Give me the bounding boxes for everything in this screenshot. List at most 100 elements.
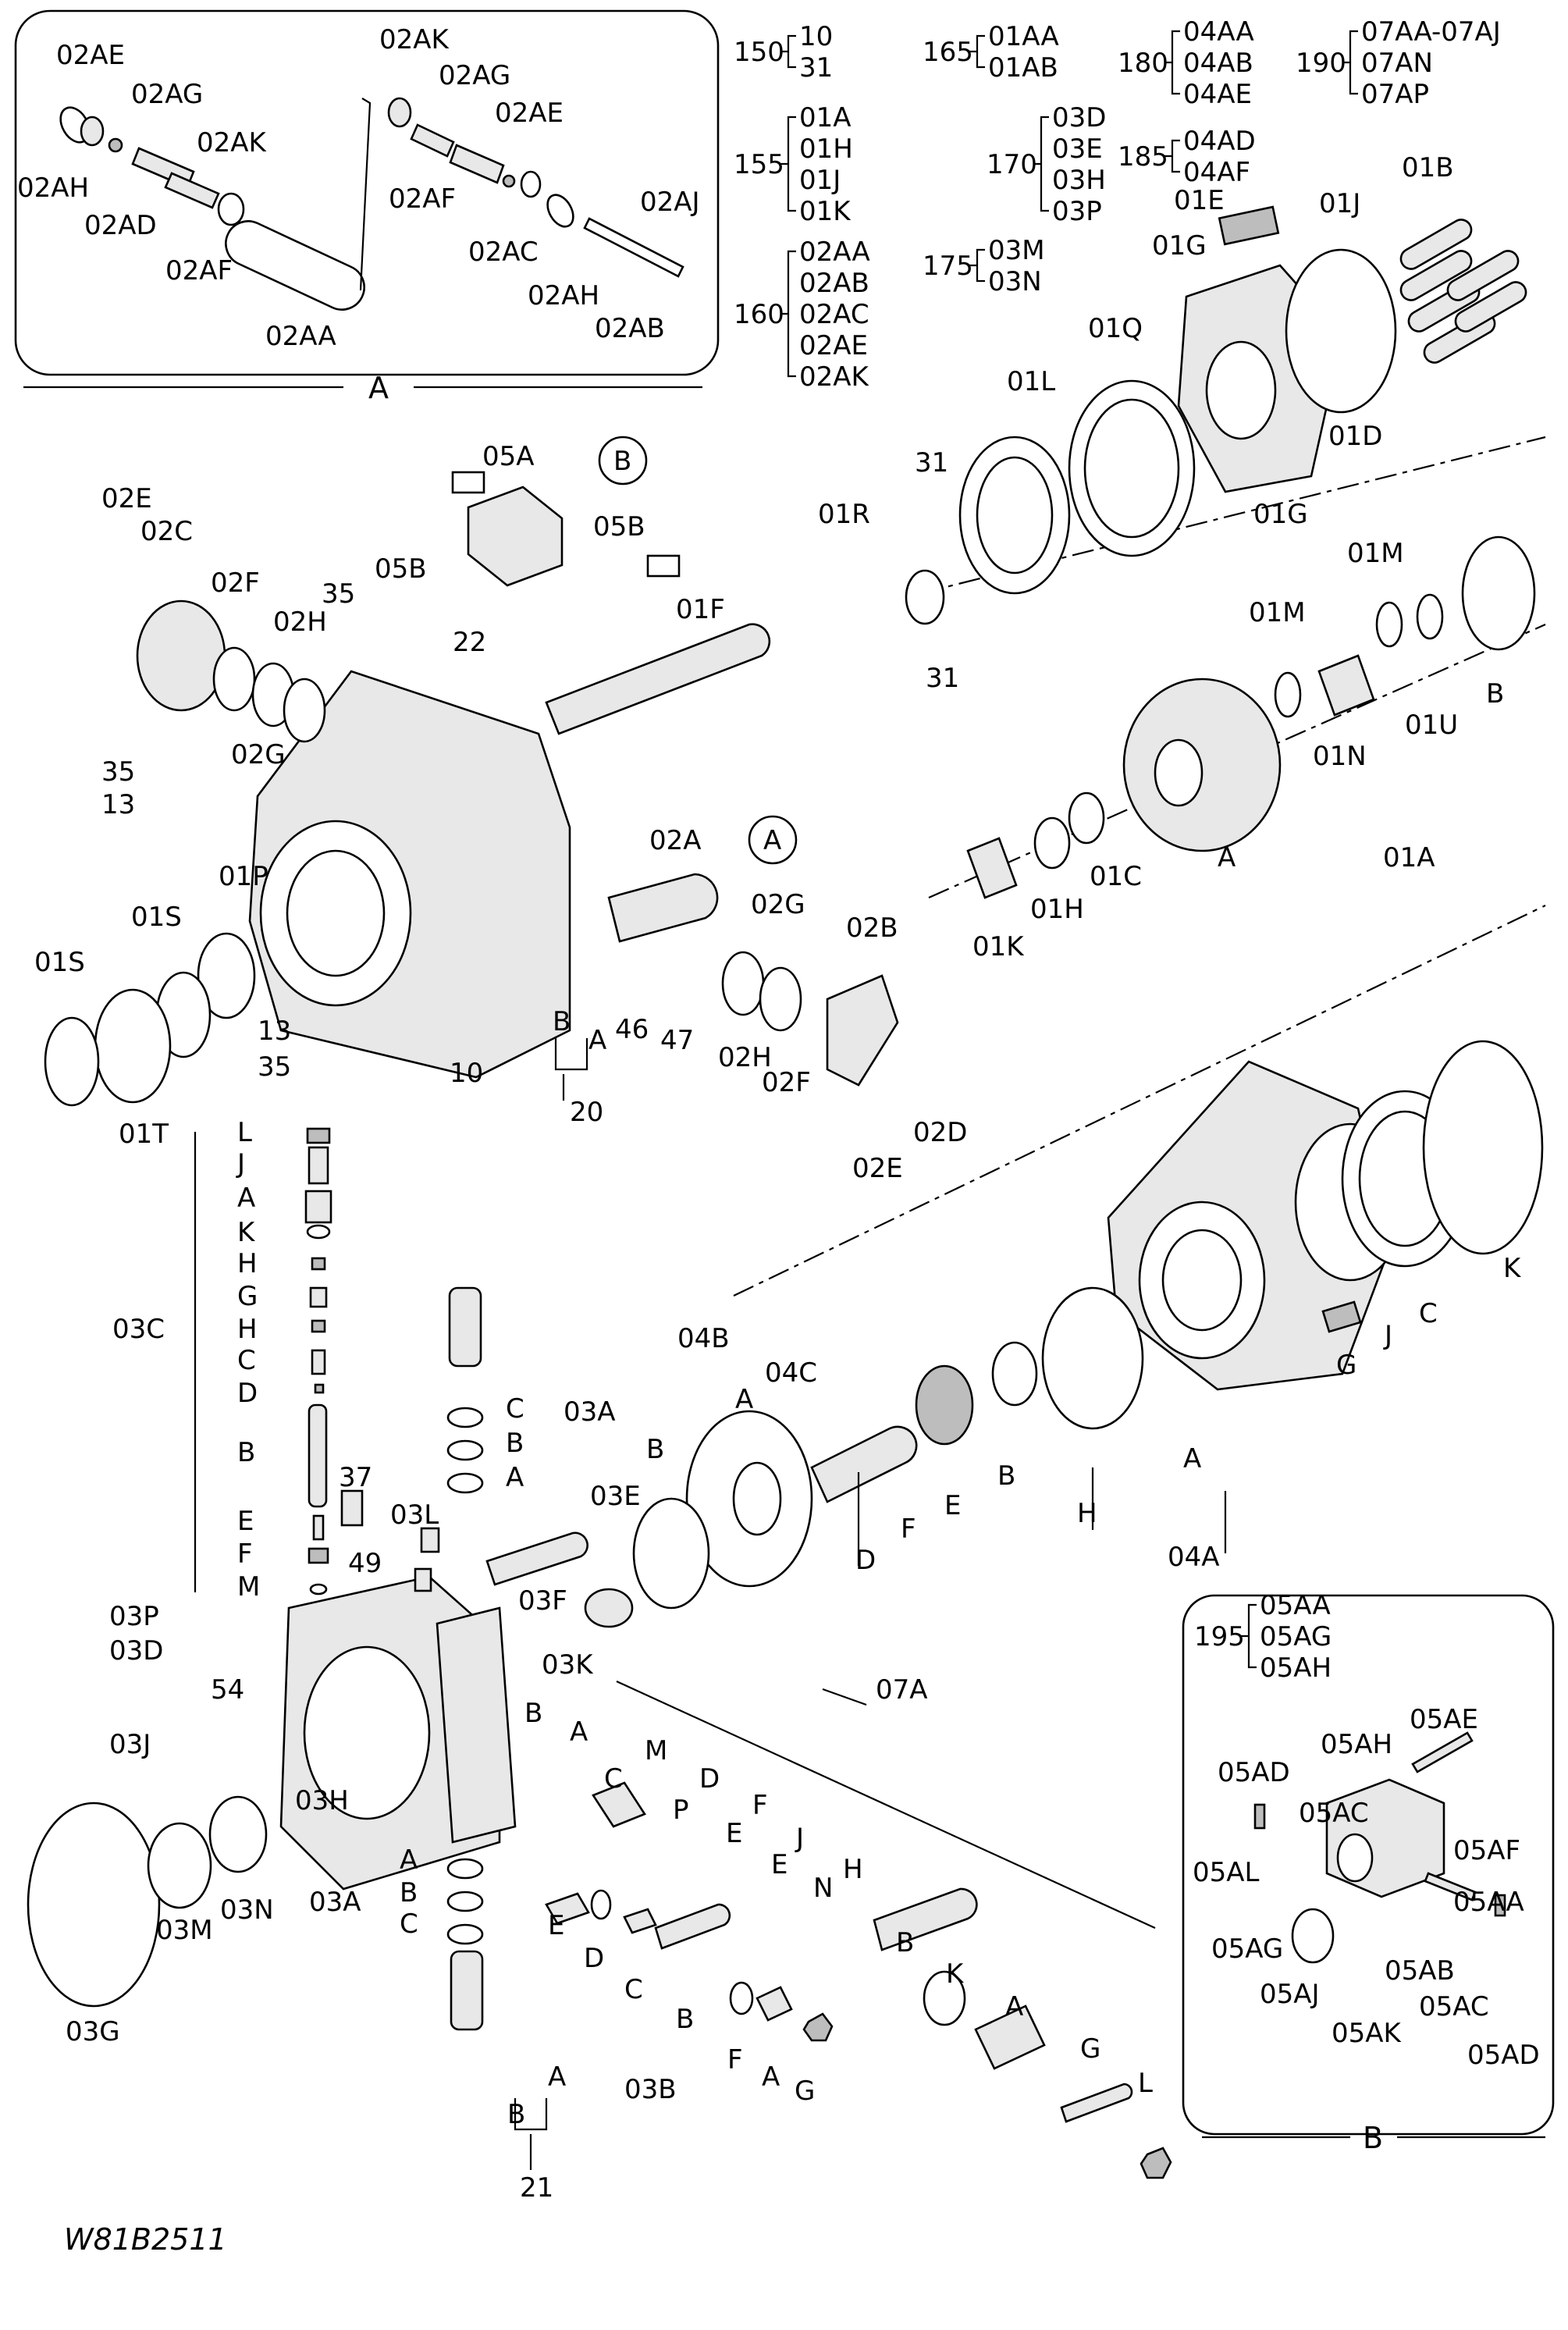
motor-group — [632, 905, 1546, 1610]
group-table-bracket — [780, 116, 796, 212]
callout-label: 13 — [258, 1016, 291, 1047]
gear-part — [915, 1364, 974, 1446]
group-table-key: 155 — [734, 149, 784, 180]
group-table-item: 03H — [1052, 165, 1106, 196]
callout-label: B — [506, 1428, 524, 1459]
inset-a-label: 02AH — [17, 173, 89, 204]
callout-label: 01J — [1319, 188, 1360, 219]
group-table-item: 02AE — [799, 330, 868, 361]
inset-b-label: 05AA — [1453, 1887, 1524, 1918]
inset-b-spring-part-2 — [1494, 1894, 1506, 1917]
housing-bore-inner — [286, 849, 386, 977]
group-table-item: 01J — [799, 165, 841, 196]
callout-label: 01N — [1313, 741, 1367, 772]
group-table-item: 04AF — [1183, 157, 1250, 188]
inset-a-title: A — [368, 371, 389, 405]
insert-part-2 — [311, 1319, 326, 1333]
swash-plate-bore — [1205, 340, 1277, 440]
callout-label: B — [997, 1460, 1015, 1492]
callout-label: 02H — [718, 1042, 772, 1073]
callout-label: 01B — [1402, 152, 1454, 183]
inset-a-label: 02AG — [439, 60, 510, 91]
inset-a-guide-line — [359, 98, 372, 291]
group-table-item: 03M — [988, 235, 1045, 266]
callout-label: A — [400, 1844, 418, 1876]
callout-label: 03B — [624, 2074, 677, 2105]
group-table-item: 05AH — [1260, 1652, 1332, 1684]
bracket-line — [554, 1038, 588, 1071]
pin-part — [312, 1514, 325, 1541]
callout-label: B — [1486, 678, 1504, 710]
callout-label: 01C — [1090, 861, 1142, 892]
callout-label: 02F — [211, 567, 260, 599]
group-table-bracket — [780, 34, 796, 69]
group-table-key: 165 — [923, 37, 973, 68]
group-table-key: 150 — [734, 37, 784, 68]
callout-label: A — [570, 1716, 588, 1748]
group-table-key: 185 — [1118, 141, 1168, 173]
callout-label: A — [588, 1025, 606, 1056]
callout-label: 04A — [1168, 1542, 1220, 1573]
callout-label: 02C — [140, 516, 193, 547]
o-ring-xl-bottom — [27, 1802, 161, 2008]
inset-a-label: 02AF — [165, 255, 233, 286]
callout-label: 02E — [101, 483, 152, 514]
inset-b-label: 05AD — [1218, 1757, 1290, 1788]
callout-label: C — [1419, 1298, 1438, 1329]
inset-a: 02AE 02AG 02AK 02AH 02AD 02AF 02AA 02AK … — [14, 9, 720, 405]
snap-ring-outer-part — [44, 1016, 100, 1107]
ball-small — [314, 1383, 325, 1394]
callout-label: G — [237, 1281, 258, 1312]
callout-label: D — [584, 1943, 604, 1974]
callout-label: D — [699, 1763, 720, 1795]
bearing-ring-part — [197, 932, 256, 1019]
callout-label: 02F — [762, 1067, 811, 1098]
ball-part — [108, 137, 123, 153]
callout-label: 01S — [34, 947, 85, 978]
needle-bearing-part — [991, 1341, 1038, 1407]
callout-label: 02E — [852, 1153, 903, 1184]
spool-cap-part — [592, 1781, 646, 1828]
callout-label: 01H — [1030, 894, 1084, 925]
callout-label: 01G — [1152, 230, 1207, 261]
callout-label: A — [763, 825, 781, 856]
callout-label: B — [613, 446, 631, 477]
o-ring-bot-b — [446, 1891, 484, 1912]
spring-small — [309, 1286, 328, 1308]
callout-label: 01P — [219, 861, 268, 892]
callout-label: P — [673, 1795, 689, 1826]
plug-seal-part — [584, 1588, 634, 1628]
shaft-part — [810, 1425, 918, 1503]
seal-ring-inner — [976, 456, 1054, 574]
servo-o-ring-part-2 — [759, 966, 802, 1032]
valve-plate-face — [303, 1645, 431, 1820]
cover-plate-part — [136, 599, 226, 712]
piston-03b-part — [654, 1903, 731, 1950]
callout-label: 02G — [751, 889, 805, 920]
callout-label: 04C — [765, 1357, 817, 1389]
valve-plate-side — [436, 1606, 517, 1844]
inset-a-label: 02AE — [56, 40, 125, 71]
plug-03l-part — [420, 1527, 440, 1553]
callout-label: 03A — [564, 1396, 616, 1428]
pin-49-part — [414, 1567, 432, 1592]
callout-label: H — [237, 1248, 258, 1279]
callout-label: J — [236, 1148, 245, 1179]
callout-label: 07A — [876, 1674, 928, 1706]
callout-label: 03A — [309, 1887, 361, 1918]
servo-o-ring-part — [721, 951, 765, 1016]
callout-label: B — [553, 1006, 571, 1037]
callout-label: K — [237, 1217, 256, 1248]
center-spring-part — [1317, 654, 1375, 717]
spring-cup-part — [147, 1822, 212, 1909]
inset-a-label: 02AG — [131, 79, 203, 110]
callout-label: 01M — [1347, 538, 1404, 569]
group-table-bracket — [1342, 30, 1358, 95]
inset-b-label: 05AB — [1385, 1955, 1455, 1987]
leader-line — [857, 1467, 1227, 1566]
callout-label: C — [400, 1908, 418, 1940]
washer-ring — [1375, 601, 1403, 648]
inset-b-spring-part — [1253, 1803, 1266, 1830]
o-ring-bot-c — [446, 1923, 484, 1945]
